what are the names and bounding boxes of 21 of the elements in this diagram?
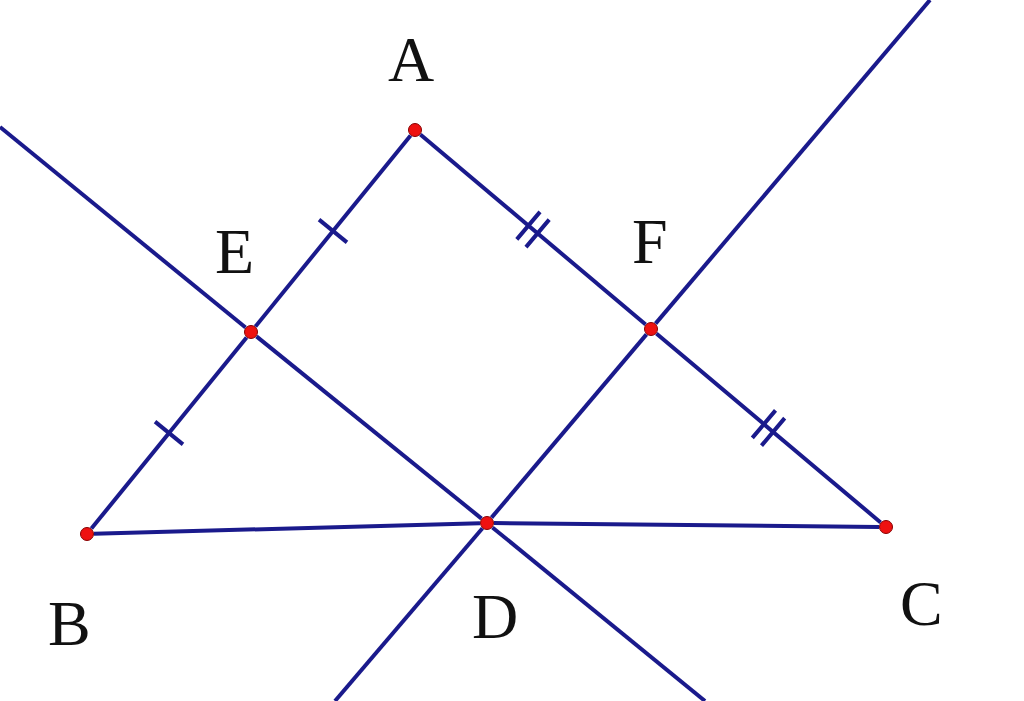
line-segment: [255, 334, 483, 521]
line-segment: [419, 133, 647, 326]
point-label: E: [215, 220, 255, 284]
point-dot: [408, 123, 422, 137]
point-label: A: [388, 28, 435, 92]
point-label: B: [48, 592, 91, 656]
point-label: C: [900, 572, 943, 636]
point-label: F: [632, 210, 668, 274]
line-segment: [491, 525, 707, 701]
point-dot: [80, 527, 94, 541]
point-label: D: [472, 585, 519, 649]
line-segment: [655, 332, 882, 524]
line-segment: [0, 125, 247, 330]
line-segment: [89, 336, 249, 530]
line-segment: [333, 527, 484, 701]
line-segment: [253, 134, 413, 328]
line-segment: [494, 521, 879, 529]
line-segment: [654, 0, 932, 325]
line-segment: [490, 333, 648, 519]
point-dot: [879, 520, 893, 534]
line-segment: [93, 521, 481, 536]
